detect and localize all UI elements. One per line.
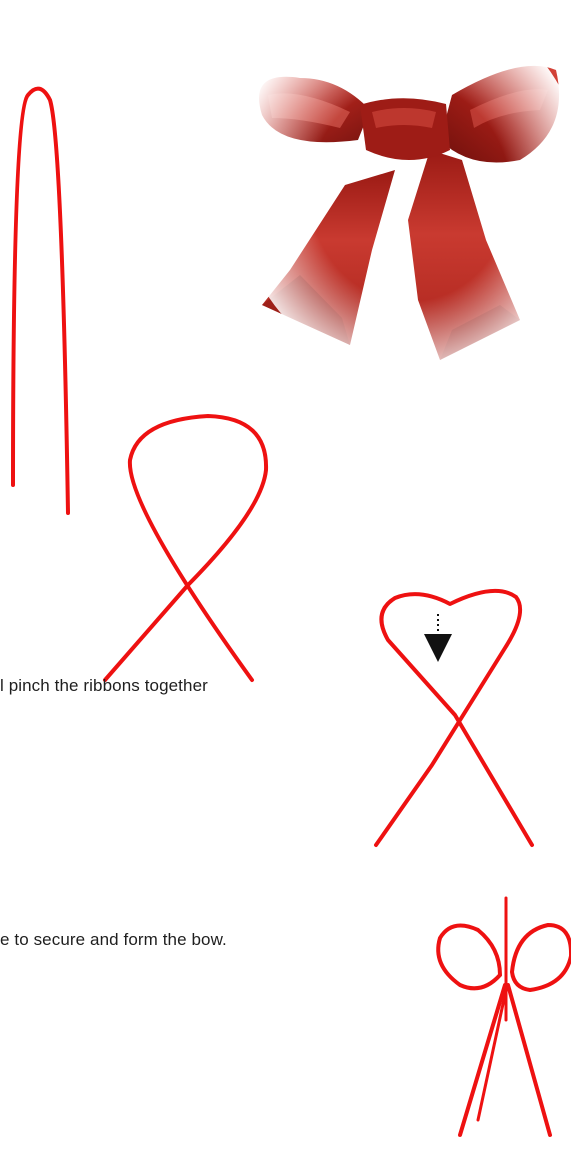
ribbon-hairpin-loop-icon xyxy=(13,89,68,513)
ribbon-heart-loop-icon xyxy=(376,591,532,845)
ribbon-crossed-loop-icon xyxy=(105,416,266,680)
step-secure-caption: e to secure and form the bow. xyxy=(0,930,227,950)
finished-bow-icon xyxy=(438,898,571,1135)
red-satin-bow-photo xyxy=(235,0,571,375)
step-pinch-caption: l pinch the ribbons together xyxy=(0,676,208,696)
